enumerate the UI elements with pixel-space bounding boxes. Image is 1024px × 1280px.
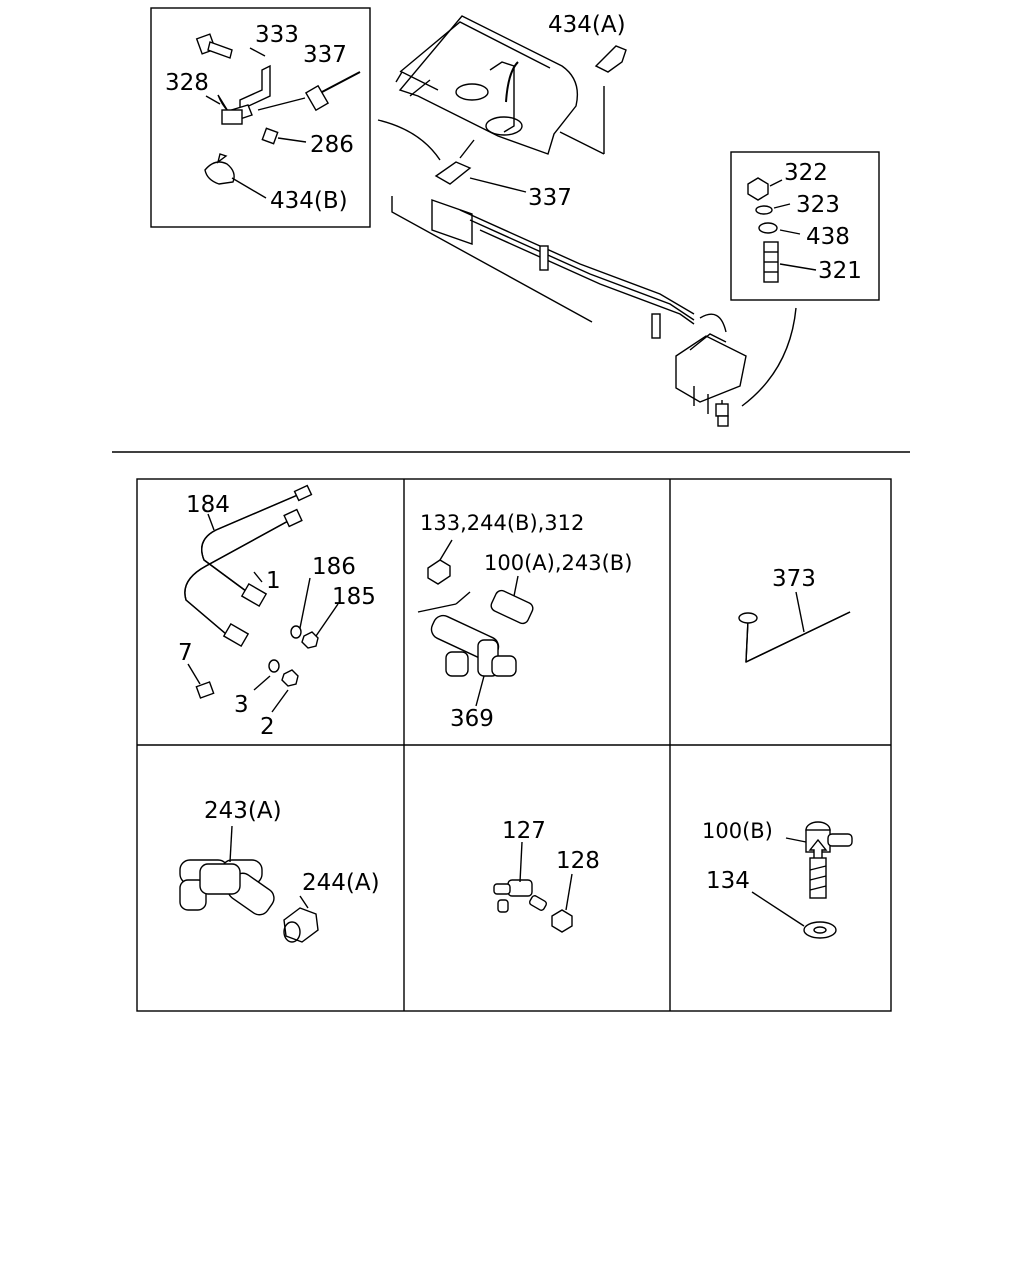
label-127: 127 xyxy=(502,818,546,844)
part-321-drawing xyxy=(763,241,817,283)
label-337: 337 xyxy=(303,42,347,68)
callout-arrow-right xyxy=(741,307,797,407)
part-333-drawing xyxy=(195,33,266,59)
label-133-244b-312: 133,244(B),312 xyxy=(420,511,584,535)
cell-tee-369: 133,244(B),312 100(A),243(B) 369 xyxy=(417,511,632,732)
cell-hose-373: 373 xyxy=(738,566,851,663)
label-1: 1 xyxy=(266,568,281,594)
cell-pipes: 184 1 186 185 7 3 2 xyxy=(178,484,376,740)
label-184: 184 xyxy=(186,492,230,518)
part-434b-drawing xyxy=(204,153,267,199)
parts-grid: 184 1 186 185 7 3 2 133,244(B),312 100(A… xyxy=(136,478,892,1012)
cell-banjo-100b: 100(B) 134 xyxy=(702,819,853,939)
part-328-drawing xyxy=(205,64,271,125)
part-286-drawing xyxy=(261,127,307,145)
label-134: 134 xyxy=(706,868,750,894)
cell-tee-127: 127 128 xyxy=(493,818,600,933)
label-185: 185 xyxy=(332,584,376,610)
label-128: 128 xyxy=(556,848,600,874)
cell-cross-243a: 243(A) 244(A) xyxy=(179,798,380,943)
part-337-drawing xyxy=(257,71,361,112)
label-337-main: 337 xyxy=(528,185,572,211)
inset-right: 322 323 438 321 xyxy=(730,151,880,301)
label-100b: 100(B) xyxy=(702,819,773,843)
label-373: 373 xyxy=(772,566,816,592)
part-322-drawing xyxy=(747,177,769,201)
label-100a-243b: 100(A),243(B) xyxy=(484,551,632,575)
label-244a: 244(A) xyxy=(302,870,380,896)
label-322: 322 xyxy=(784,160,828,186)
label-286: 286 xyxy=(310,132,354,158)
label-186: 186 xyxy=(312,554,356,580)
label-333: 333 xyxy=(255,22,299,48)
label-328: 328 xyxy=(165,70,209,96)
label-3: 3 xyxy=(234,692,249,718)
label-434b: 434(B) xyxy=(270,188,348,214)
label-2: 2 xyxy=(260,714,275,740)
label-321: 321 xyxy=(818,258,862,284)
part-438-drawing xyxy=(758,222,778,234)
label-434a: 434(A) xyxy=(548,12,626,38)
part-323-drawing xyxy=(755,205,773,215)
label-369: 369 xyxy=(450,706,494,732)
inset-left: 333 337 328 286 434(B) xyxy=(150,7,371,228)
label-323: 323 xyxy=(796,192,840,218)
label-438: 438 xyxy=(806,224,850,250)
callout-arrow-left xyxy=(377,119,441,161)
top-section: 333 337 328 286 434(B) xyxy=(150,7,880,427)
main-assembly: 434(A) 337 xyxy=(391,12,747,427)
label-7: 7 xyxy=(178,640,193,666)
label-243a: 243(A) xyxy=(204,798,282,824)
